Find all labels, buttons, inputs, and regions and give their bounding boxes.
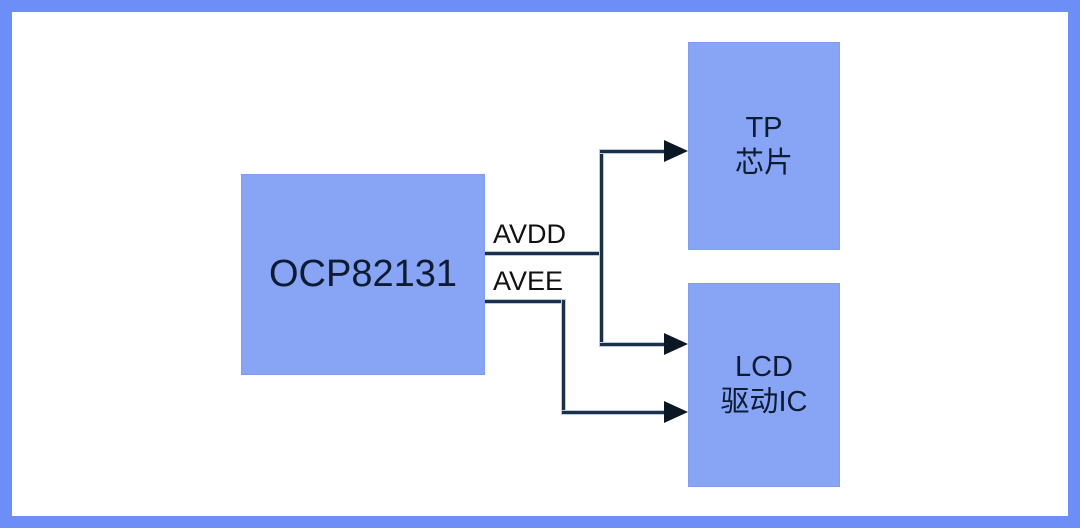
block-ocp82131[interactable]: OCP82131 — [241, 174, 485, 375]
avdd-to-lcd-arrowhead — [664, 333, 688, 355]
block-tp-chip[interactable]: TP 芯片 — [688, 42, 840, 250]
avdd-to-lcd-wire — [600, 343, 670, 346]
block-tp-chip-label-line2: 芯片 — [734, 147, 793, 179]
avdd-trunk — [600, 150, 603, 345]
avee-to-lcd-arrowhead — [664, 401, 688, 423]
block-tp-chip-label-line1: TP — [745, 111, 783, 144]
block-lcd-driver-ic-label-line2: 驱动IC — [720, 386, 808, 418]
avee-to-lcd-wire — [562, 411, 670, 414]
avdd-wire-stub — [485, 252, 602, 255]
avee-wire-stub — [485, 300, 565, 303]
pin-label-avdd: AVDD — [493, 219, 567, 249]
block-lcd-driver-ic-label-line1: LCD — [734, 350, 793, 383]
pin-label-avee: AVEE — [493, 266, 564, 296]
block-ocp82131-label: OCP82131 — [268, 253, 457, 296]
block-lcd-driver-ic[interactable]: LCD 驱动IC — [688, 283, 840, 487]
avdd-to-tp-wire — [600, 150, 670, 153]
avdd-to-tp-arrowhead — [664, 140, 688, 162]
avee-drop — [562, 300, 565, 413]
